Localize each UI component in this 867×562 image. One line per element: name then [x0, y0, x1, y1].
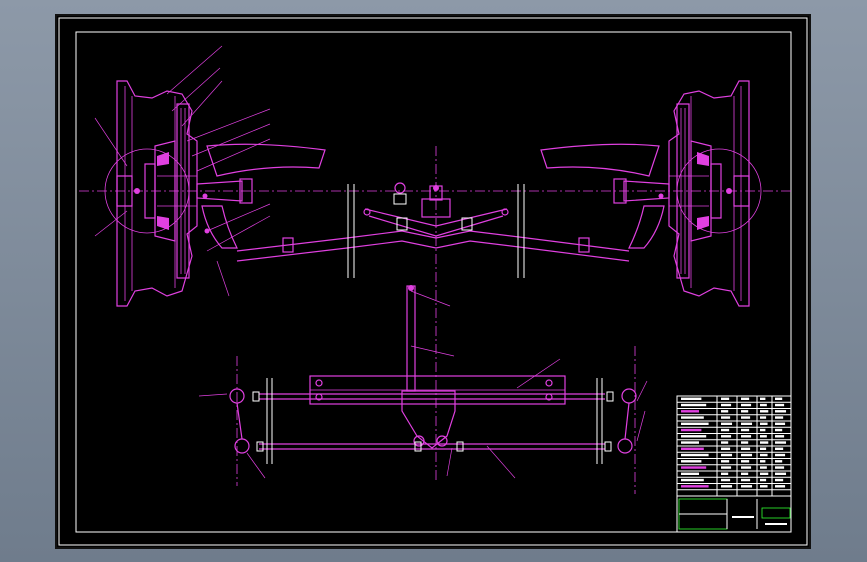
- title-block: [676, 395, 792, 533]
- title-block-cell-mark: [741, 441, 749, 444]
- drawing-border-outer: [58, 17, 808, 546]
- title-block-cell-mark: [741, 478, 751, 482]
- title-block-cell-mark: [721, 435, 732, 438]
- title-block-cell-mark: [721, 453, 733, 457]
- title-block-cell-mark: [721, 441, 729, 444]
- right-wheel-assembly: [540, 80, 762, 307]
- title-block-cell-mark: [775, 460, 783, 463]
- drawing-border-inner: [75, 31, 792, 533]
- title-block-cell-mark: [721, 485, 733, 488]
- title-block-cell-mark: [681, 441, 699, 444]
- title-block-cell-mark: [760, 447, 767, 450]
- title-block-cell-mark: [760, 460, 766, 463]
- title-block-cell-mark: [760, 435, 767, 438]
- title-block-cell-mark: [681, 403, 707, 407]
- title-block-cell-mark: [760, 472, 769, 475]
- title-block-cell-mark: [741, 460, 750, 463]
- title-block-cell-mark: [741, 453, 753, 457]
- title-block-cell-mark: [741, 403, 752, 407]
- title-block-cell-mark: [760, 416, 767, 419]
- title-block-cell-mark: [775, 453, 786, 457]
- title-block-cell-mark: [775, 478, 784, 482]
- title-block-cell-mark: [741, 410, 749, 413]
- title-block-cell-mark: [760, 466, 767, 469]
- title-block-cell-mark: [760, 422, 768, 425]
- title-block-cell-mark: [741, 416, 751, 419]
- title-block-cell-mark: [775, 447, 784, 450]
- title-block-cell-mark: [775, 410, 787, 413]
- title-block-cell-mark: [681, 466, 707, 469]
- title-block-cell-mark: [681, 447, 704, 450]
- cad-viewport[interactable]: [55, 14, 811, 549]
- title-block-cell-mark: [681, 410, 699, 413]
- title-block-cell-mark: [721, 397, 730, 400]
- title-block-cell-mark: [721, 410, 729, 413]
- title-block-cell-mark: [681, 416, 704, 419]
- title-block-cell-mark: [721, 478, 731, 482]
- title-block-cell-mark: [741, 435, 752, 438]
- title-block-cell-mark: [760, 428, 766, 432]
- title-block-cell-mark: [721, 416, 731, 419]
- title-block-cell-mark: [760, 485, 768, 488]
- title-block-cell-mark: [721, 428, 730, 432]
- title-block-cell-mark: [760, 397, 766, 400]
- leader-lines: [94, 45, 648, 479]
- title-block-cell-mark: [681, 422, 709, 425]
- title-block-cell-mark: [760, 453, 768, 457]
- title-block-cell-mark: [775, 485, 786, 488]
- title-block-cell-mark: [681, 428, 702, 432]
- title-block-cell-mark: [775, 472, 787, 475]
- assembly-drawing: [58, 17, 808, 546]
- title-block-cell-mark: [681, 397, 702, 400]
- title-block-cell-mark: [741, 422, 753, 425]
- title-block-cell-mark: [721, 466, 732, 469]
- title-block-cell-mark: [775, 422, 786, 425]
- title-block-cell-mark: [775, 428, 783, 432]
- title-block-cell-mark: [741, 447, 751, 450]
- title-block-cell-mark: [760, 441, 769, 444]
- title-block-cell-mark: [760, 410, 769, 413]
- title-block-cell-mark: [681, 435, 707, 438]
- title-block-cell-mark: [681, 460, 702, 463]
- title-block-cell-mark: [775, 435, 785, 438]
- title-block-cell-mark: [775, 397, 783, 400]
- title-block-cell-mark: [741, 485, 753, 488]
- title-block-cell-mark: [741, 466, 752, 469]
- title-block-cell-mark: [775, 416, 784, 419]
- title-block-cell-mark: [721, 403, 732, 407]
- front-linkage: [236, 182, 630, 278]
- title-block-cell-mark: [721, 460, 730, 463]
- title-block-cell-mark: [775, 441, 787, 444]
- title-block-cell-mark: [681, 472, 699, 475]
- title-block-cell-mark: [681, 478, 704, 482]
- title-block-cell-mark: [760, 403, 767, 407]
- title-block-cell-mark: [681, 485, 709, 488]
- left-wheel-assembly: [104, 80, 326, 307]
- title-block-cell-mark: [775, 466, 785, 469]
- title-block-cell-mark: [760, 478, 767, 482]
- title-block-cell-mark: [741, 472, 749, 475]
- title-block-cell-mark: [775, 403, 785, 407]
- title-block-cell-mark: [721, 422, 733, 425]
- plan-linkage: [229, 285, 637, 494]
- title-block-cell-mark: [741, 428, 750, 432]
- title-block-cell-mark: [741, 397, 750, 400]
- title-block-cell-mark: [721, 447, 731, 450]
- title-block-cell-mark: [681, 453, 709, 457]
- title-block-cell-mark: [721, 472, 729, 475]
